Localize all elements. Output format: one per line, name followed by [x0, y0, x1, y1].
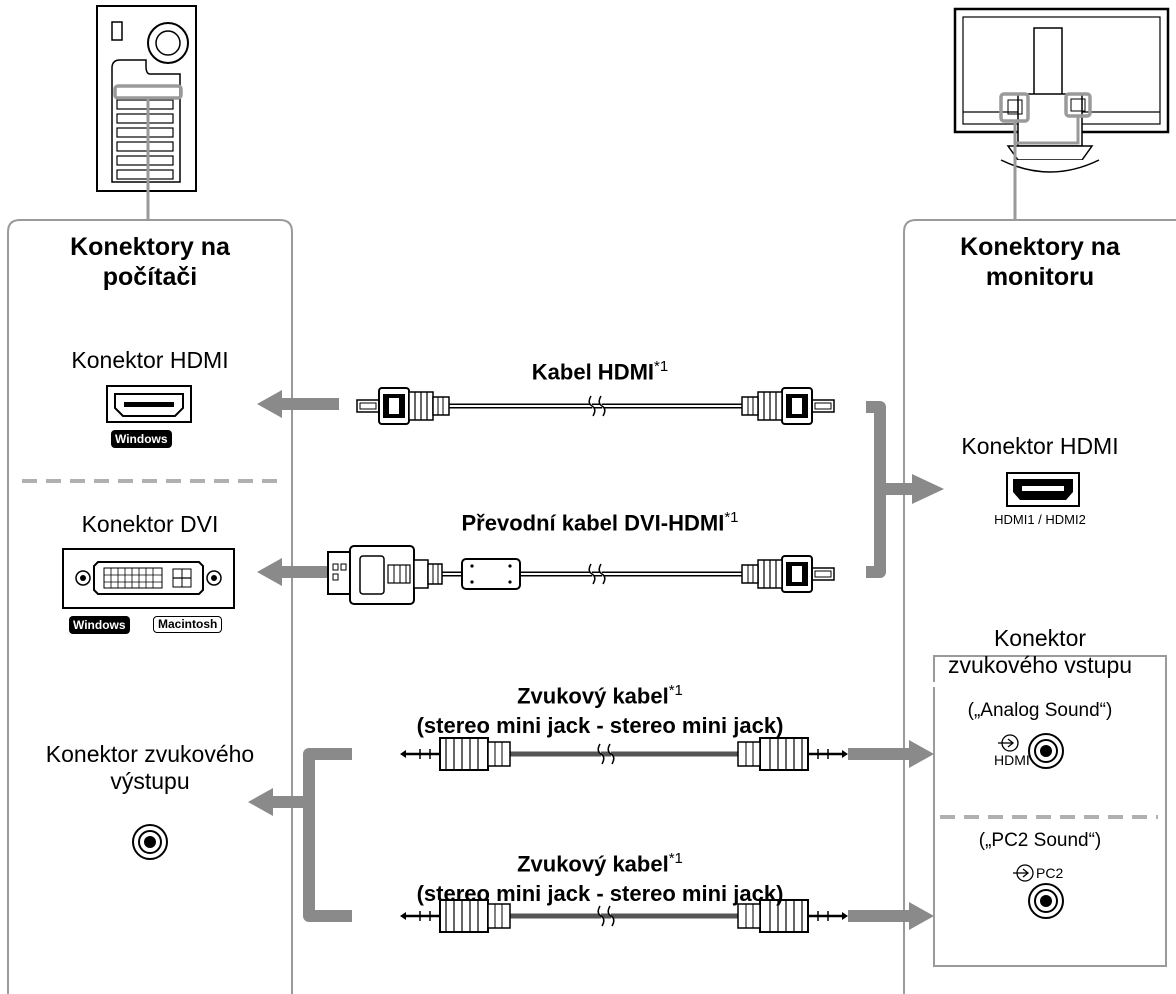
direction-arrows [248, 390, 944, 930]
footnote-mark: *1 [654, 358, 669, 375]
windows-badge: Windows [111, 430, 172, 448]
monitor-callout-line [1013, 116, 1080, 145]
monitor-audio-in-label-line2: zvukového vstupu [947, 652, 1133, 678]
audio-cable-2-label: Zvukový kabel*1 (stereo mini jack - ster… [300, 844, 900, 909]
audio-cable-1-label: Zvukový kabel*1 (stereo mini jack - ster… [300, 676, 900, 741]
analog-sound-port-label: HDMI [994, 752, 1030, 768]
audio-cable-2-sub: (stereo mini jack - stereo mini jack) [416, 881, 784, 907]
footnote-mark: *1 [668, 682, 683, 699]
pc2-sound-port-label: PC2 [1036, 865, 1064, 881]
monitor-audio-in-label: Konektor zvukového vstupu [904, 625, 1176, 679]
monitor-hdmi-socket-icon [1006, 472, 1080, 507]
computer-panel-title-line1: Konektory na [70, 233, 230, 261]
monitor-panel-title-line2: monitoru [985, 263, 1095, 291]
pc-audio-out-label-line1: Konektor zvukového [45, 741, 255, 767]
hdmi-cable-label: Kabel HDMI*1 [300, 352, 900, 387]
audio-cable-2 [398, 898, 850, 934]
monitor-icon [953, 7, 1170, 173]
windows-badge: Windows [69, 616, 130, 634]
computer-panel-title: Konektory na počítači [8, 232, 292, 292]
macintosh-badge: Macintosh [153, 616, 223, 633]
pc2-sound-label: („PC2 Sound“) [978, 830, 1102, 851]
pc-tower-icon [96, 5, 197, 192]
audio-bracket [303, 748, 352, 922]
footnote-mark: *1 [668, 850, 683, 867]
computer-panel-border [7, 219, 293, 994]
audio-cable-2-name: Zvukový kabel [517, 851, 669, 877]
dvi-hdmi-cable [327, 545, 835, 605]
hdmi-cable-name: Kabel HDMI [531, 359, 655, 385]
pc-hdmi-label: Konektor HDMI [71, 347, 229, 373]
pc-audio-out-socket-icon [132, 824, 168, 860]
input-arrow-icon [1013, 864, 1034, 882]
dvi-hdmi-cable-name: Převodní kabel DVI-HDMI [461, 510, 725, 536]
monitor-hdmi-label: Konektor HDMI [961, 433, 1119, 459]
hdmi-bracket [866, 401, 886, 578]
input-arrow-icon [998, 734, 1019, 752]
monitor-hdmi-ports-label: HDMI1 / HDMI2 [994, 512, 1086, 527]
pc-dvi-label: Konektor DVI [81, 511, 219, 537]
monitor-panel-title-line1: Konektory na [960, 233, 1120, 261]
pc-audio-out-label: Konektor zvukového výstupu [8, 741, 292, 795]
monitor-panel-border [903, 219, 1176, 994]
hdmi-cable [356, 387, 835, 425]
monitor-panel-title: Konektory na monitoru [904, 232, 1176, 292]
analog-sound-label: („Analog Sound“) [967, 700, 1113, 721]
pc-audio-out-label-line2: výstupu [110, 768, 190, 794]
audio-cable-1-name: Zvukový kabel [517, 683, 669, 709]
footnote-mark: *1 [724, 509, 739, 526]
monitor-pc2-sound-socket-icon [1028, 883, 1064, 919]
audio-cable-1-sub: (stereo mini jack - stereo mini jack) [416, 713, 784, 739]
monitor-analog-sound-socket-icon [1028, 733, 1064, 769]
pc-dvi-socket-icon [62, 548, 235, 609]
computer-panel-title-line2: počítači [102, 263, 198, 291]
dvi-hdmi-cable-label: Převodní kabel DVI-HDMI*1 [300, 503, 900, 538]
pc-hdmi-socket-icon [106, 385, 192, 423]
monitor-audio-in-label-line1: Konektor [993, 625, 1087, 651]
audio-in-group-border [933, 655, 1167, 967]
audio-cable-1 [398, 736, 850, 772]
